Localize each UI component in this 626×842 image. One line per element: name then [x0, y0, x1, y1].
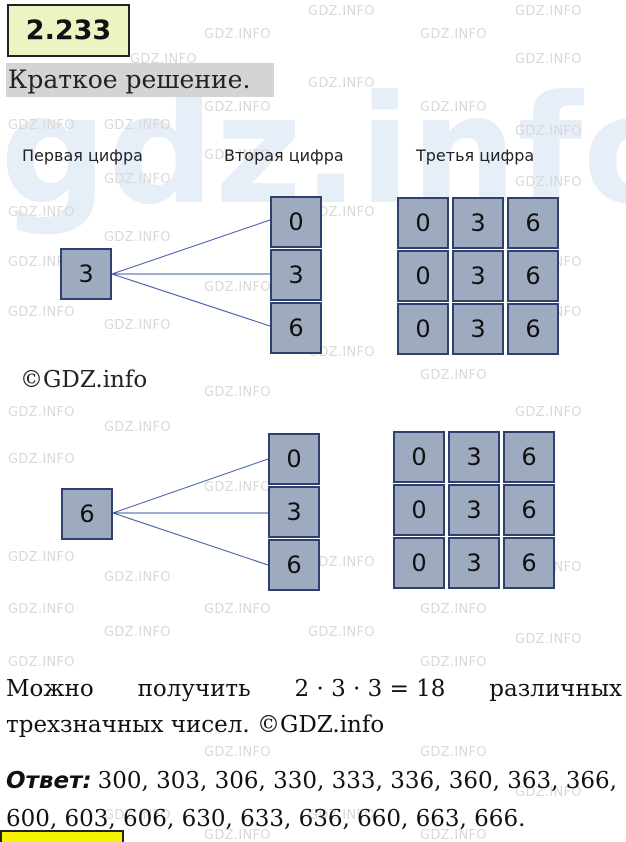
tree1-third-digit: 6: [507, 303, 559, 355]
tree1-third-digit: 3: [452, 197, 504, 249]
tree1-second-digit: 6: [270, 302, 322, 354]
explanation-word: Можно: [6, 676, 94, 702]
tree2-third-digit: 6: [503, 484, 555, 536]
tree1-third-digit: 0: [397, 250, 449, 302]
explanation-word: получить: [137, 676, 251, 702]
tree2-third-digit: 6: [503, 431, 555, 483]
tree2-third-digit: 3: [448, 431, 500, 483]
bottom-highlight-bar: [0, 830, 124, 842]
header-third-digit: Третья цифра: [416, 146, 535, 165]
tree2-second-digit: 6: [268, 539, 320, 591]
connector-line: [111, 219, 271, 275]
explanation-formula: 2 · 3 · 3 = 18: [294, 676, 446, 702]
answer-value: 300, 303, 306, 330, 333, 336, 360, 363, …: [6, 768, 617, 832]
tree2-third-digit: 0: [393, 484, 445, 536]
explanation-line-1: Можно получить 2 · 3 · 3 = 18 различных: [6, 676, 622, 702]
tree1-third-digit: 0: [397, 303, 449, 355]
tree1-second-digit: 3: [270, 249, 322, 301]
tree2-second-digit: 0: [268, 433, 320, 485]
connector-line: [111, 273, 271, 327]
header-first-digit: Первая цифра: [22, 146, 143, 165]
tree1-third-digit: 6: [507, 250, 559, 302]
tree1-third-digit: 3: [452, 250, 504, 302]
tree1-second-digit: 0: [270, 196, 322, 248]
tree1-third-digit: 6: [507, 197, 559, 249]
answer-label: Ответ:: [6, 768, 92, 794]
problem-number: 2.233: [7, 4, 130, 57]
tree1-third-digit: 0: [397, 197, 449, 249]
tree2-second-digit: 3: [268, 486, 320, 538]
explanation-line-2: трехзначных чисел. ©GDZ.info: [6, 712, 385, 738]
tree1-first-digit: 3: [60, 248, 112, 300]
answer-block: Ответ:300, 303, 306, 330, 333, 336, 360,…: [6, 762, 622, 838]
tree1-third-digit: 3: [452, 303, 504, 355]
subtitle: Краткое решение.: [6, 63, 274, 97]
tree2-first-digit: 6: [61, 488, 113, 540]
connector-line: [112, 512, 269, 566]
explanation-word: различных: [489, 676, 622, 702]
copyright-text: ©GDZ.info: [20, 367, 148, 393]
tree2-third-digit: 3: [448, 484, 500, 536]
connector-line: [112, 458, 269, 514]
tree2-third-digit: 6: [503, 537, 555, 589]
tree2-third-digit: 0: [393, 431, 445, 483]
tree2-third-digit: 0: [393, 537, 445, 589]
tree2-third-digit: 3: [448, 537, 500, 589]
header-second-digit: Вторая цифра: [224, 146, 344, 165]
